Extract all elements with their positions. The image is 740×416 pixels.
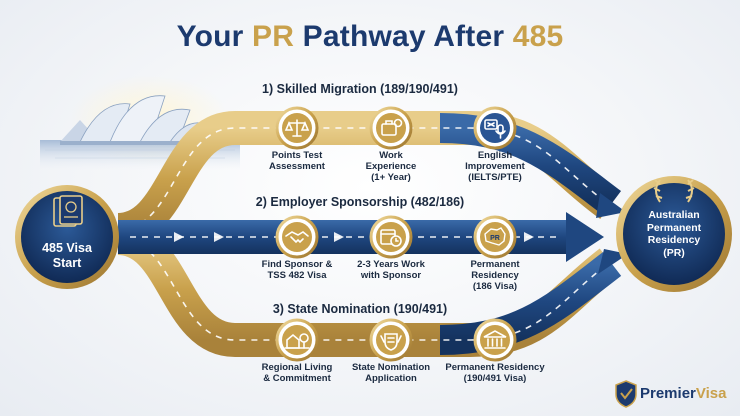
coat-of-arms-icon — [369, 318, 413, 362]
handshake-icon — [275, 215, 319, 259]
route-3-road — [116, 221, 628, 357]
laurel-wreath-icon — [653, 179, 695, 203]
brand-logo: PremierVisa — [640, 385, 727, 402]
language-mic-icon — [473, 106, 517, 150]
briefcase-gear-icon — [369, 106, 413, 150]
page-title: Your PR Pathway After 485 — [176, 20, 564, 53]
route-2-title: 2) Employer Sponsorship (482/186) — [255, 195, 465, 209]
route-3-title: 3) State Nomination (190/491) — [272, 302, 448, 316]
house-tree-icon — [275, 318, 319, 362]
australia-pr-icon: PR — [473, 215, 517, 259]
pr-badge-text: PR — [490, 235, 500, 242]
calendar-clock-icon — [369, 215, 413, 259]
route-2-step-1-label: Find Sponsor &TSS 482 Visa — [261, 259, 333, 281]
start-circle — [15, 185, 119, 289]
passport-icon — [53, 195, 83, 227]
route-2-road — [118, 212, 604, 262]
pr-circle — [616, 176, 732, 292]
government-building-icon — [473, 318, 517, 362]
route-3-step-3-label: Permanent Residency(190/491 Visa) — [445, 362, 545, 384]
scales-icon — [275, 106, 319, 150]
brand-shield-icon — [615, 380, 637, 408]
route-3-step-1-label: Regional Living& Commitment — [261, 362, 333, 384]
route-1-title: 1) Skilled Migration (189/190/491) — [262, 82, 458, 96]
route-1-road — [116, 111, 626, 247]
